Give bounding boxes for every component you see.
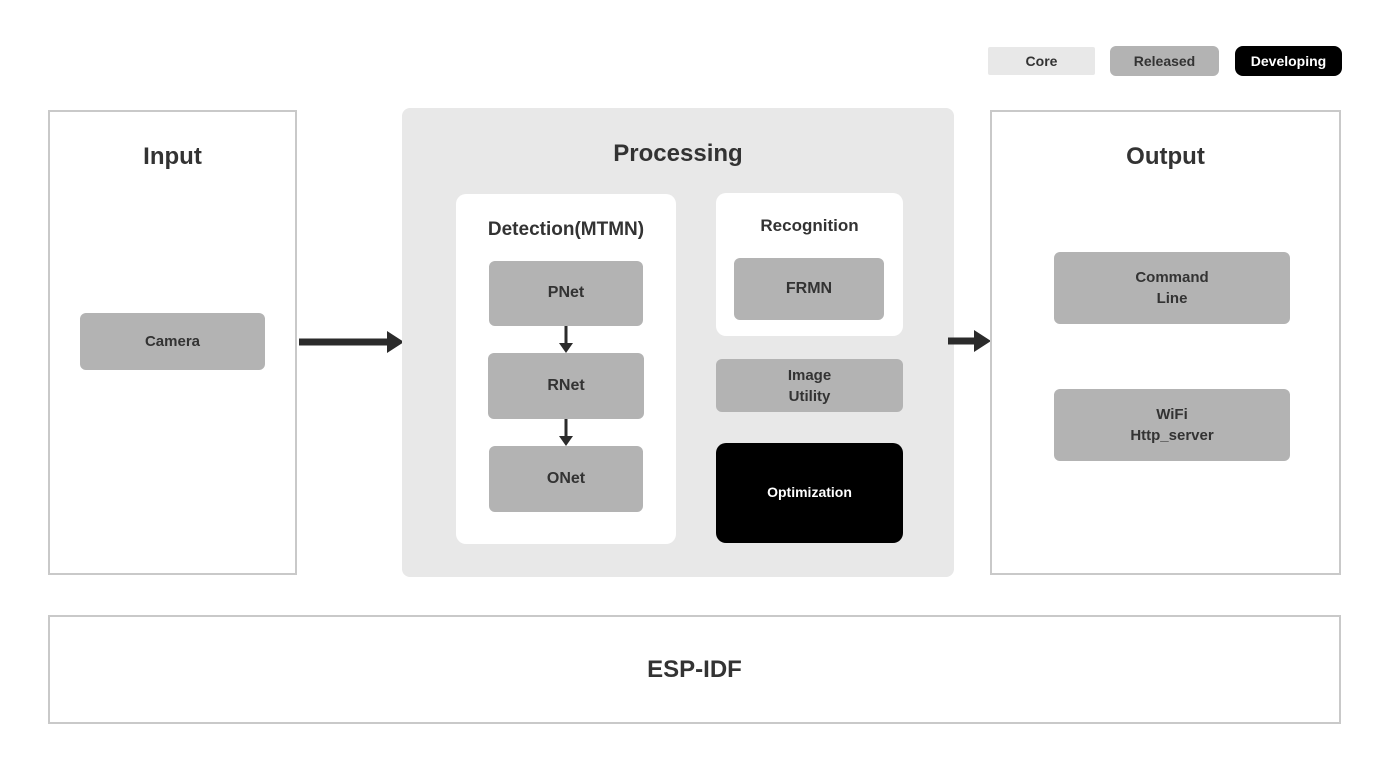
input-panel: Input Camera: [48, 110, 297, 575]
legend-core-badge: Core: [988, 47, 1095, 75]
output-panel-title: Output: [1126, 143, 1205, 170]
onet-node: ONet: [489, 446, 643, 512]
output-panel: Output Command Line WiFi Http_server: [990, 110, 1341, 575]
camera-node: Camera: [80, 313, 265, 370]
detection-group-title: Detection(MTMN): [487, 219, 645, 240]
rnet-node: RNet: [488, 353, 644, 419]
esp-idf-panel: ESP-IDF: [48, 615, 1341, 724]
wifi-http-server-node: WiFi Http_server: [1054, 389, 1290, 461]
arrow-input-to-processing: [299, 330, 404, 354]
arrow-shaft: [948, 337, 974, 345]
arrow-processing-to-output: [948, 329, 991, 353]
legend-developing-badge: Developing: [1235, 46, 1342, 76]
arrow-shaft: [564, 419, 568, 436]
recognition-group: Recognition FRMN: [716, 193, 903, 336]
recognition-group-title: Recognition: [760, 216, 859, 235]
command-line-node: Command Line: [1054, 252, 1290, 324]
image-utility-node: Image Utility: [716, 359, 903, 412]
arrow-head-icon: [559, 436, 573, 446]
arrow-pnet-to-rnet: [559, 326, 573, 353]
processing-panel-title: Processing: [613, 140, 743, 167]
arrow-head-icon: [974, 330, 991, 352]
processing-panel: Processing Detection(MTMN) PNet RNet ONe…: [402, 108, 954, 577]
legend-released-badge: Released: [1110, 46, 1219, 76]
pnet-node: PNet: [489, 261, 643, 326]
detection-group: Detection(MTMN) PNet RNet ONet: [456, 194, 676, 544]
optimization-node: Optimization: [716, 443, 903, 543]
arrow-shaft: [299, 338, 387, 346]
esp-idf-title: ESP-IDF: [647, 655, 742, 683]
arrow-head-icon: [387, 331, 404, 353]
arrow-shaft: [564, 326, 568, 343]
input-panel-title: Input: [143, 143, 202, 170]
frmn-node: FRMN: [734, 258, 884, 320]
arrow-head-icon: [559, 343, 573, 353]
arrow-rnet-to-onet: [559, 419, 573, 446]
